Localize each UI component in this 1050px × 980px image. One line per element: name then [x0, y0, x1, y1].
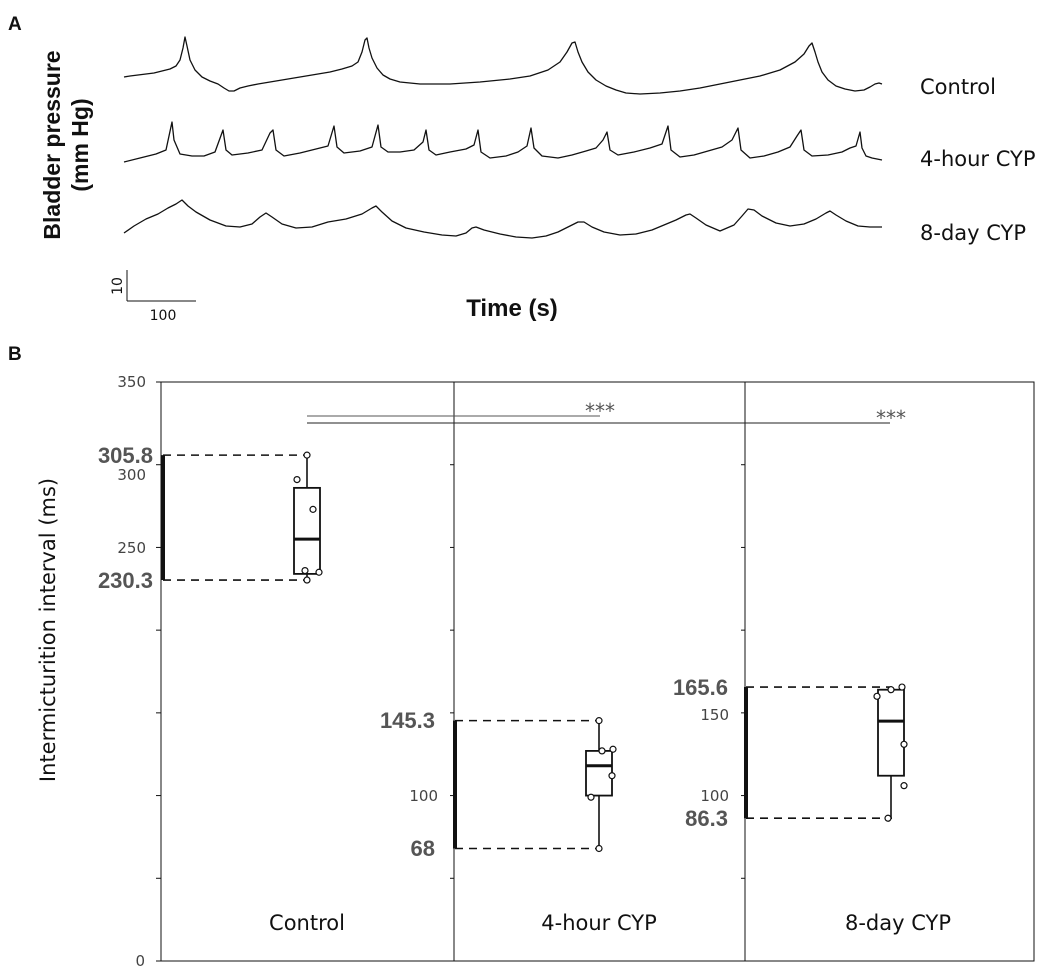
box-plots — [161, 451, 908, 853]
significance-label-4hour: *** — [585, 399, 615, 423]
range-label-4hour-min: 68 — [411, 836, 435, 861]
range-label-control-max: 305.8 — [98, 443, 153, 468]
trace-8day-cyp — [123, 199, 882, 239]
plot-frame — [160, 381, 1035, 962]
data-point — [884, 814, 892, 822]
data-point — [303, 451, 311, 459]
panel-a-ylabel-line1: Bladder pressure — [39, 50, 65, 239]
trace-label-8day-cyp: 8-day CYP — [920, 221, 1026, 245]
data-point — [609, 745, 617, 753]
scale-bar-horizontal-label: 100 — [150, 308, 177, 324]
range-label-8day-max: 165.6 — [673, 675, 728, 700]
y-tick-label-control-300: 300 — [117, 466, 146, 484]
box-group — [453, 717, 617, 853]
data-point — [595, 717, 603, 725]
scale-bar: 10 100 — [110, 270, 196, 324]
data-point — [309, 505, 317, 513]
range-label-8day-min: 86.3 — [685, 806, 728, 831]
group-label-4hour-cyp: 4-hour CYP — [541, 911, 657, 935]
y-axis-ticks — [156, 381, 745, 962]
box — [877, 688, 905, 777]
y-tick-label-control-250: 250 — [117, 539, 146, 557]
significance-label-8day: *** — [876, 406, 906, 430]
trace-control — [123, 36, 883, 95]
y-tick-label-top: 350 — [117, 373, 146, 391]
data-point — [900, 740, 908, 748]
range-label-4hour-max: 145.3 — [380, 708, 435, 733]
panel-b-letter: B — [8, 344, 22, 365]
group-label-control: Control — [269, 911, 345, 935]
panel-a-ylabel-line2: (mm Hg) — [67, 98, 93, 191]
group-label-8day-cyp: 8-day CYP — [845, 911, 951, 935]
box-group — [744, 683, 908, 822]
significance-brackets: *** *** — [307, 399, 906, 430]
y-tick-label-8day-150: 150 — [700, 706, 729, 724]
data-point — [595, 844, 603, 853]
trace-4hour-cyp — [123, 121, 883, 163]
range-label-control-min: 230.3 — [98, 568, 153, 593]
data-point — [303, 576, 311, 584]
data-point — [293, 476, 301, 484]
trace-label-control: Control — [920, 75, 996, 99]
trace-label-4hour-cyp: 4-hour CYP — [920, 147, 1036, 171]
panel-a-letter: A — [8, 14, 22, 35]
panel-a-ylabel: Bladder pressure (mm Hg) — [39, 50, 93, 239]
scale-bar-vertical-label: 10 — [110, 277, 126, 295]
data-point — [598, 747, 606, 755]
data-point — [873, 692, 881, 700]
data-point — [887, 686, 895, 694]
data-point — [301, 566, 309, 575]
box — [293, 486, 321, 575]
data-point — [898, 683, 906, 691]
panel-a-xlabel: Time (s) — [466, 295, 558, 322]
panel-b-ylabel: Intermicturition interval (ms) — [36, 478, 60, 782]
data-point — [315, 568, 323, 576]
y-tick-label-8day-100: 100 — [700, 787, 729, 805]
y-tick-label-4hour-100: 100 — [409, 787, 438, 805]
data-point — [587, 793, 595, 801]
y-tick-label-zero: 0 — [135, 952, 145, 970]
box-group — [161, 451, 323, 584]
data-point — [900, 782, 908, 790]
box — [585, 750, 613, 797]
data-point — [608, 772, 616, 780]
